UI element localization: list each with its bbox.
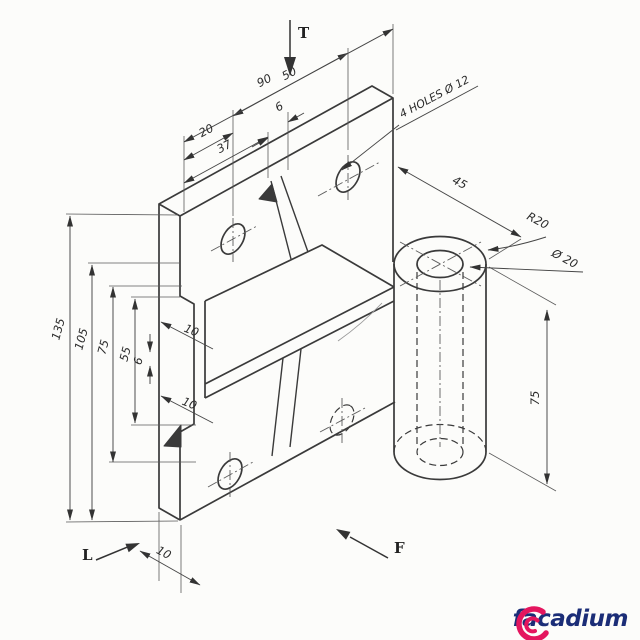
bore-leader bbox=[469, 264, 584, 273]
hole-top-left bbox=[220, 223, 246, 255]
extension-lines bbox=[65, 24, 557, 593]
centerlines bbox=[207, 155, 482, 497]
dim-6-left-label: 6 bbox=[130, 356, 145, 367]
view-arrows: T L F bbox=[82, 20, 405, 564]
hole-bottom-right-hidden bbox=[329, 404, 355, 436]
radius-leader-r20 bbox=[487, 236, 547, 252]
hole-top-right bbox=[335, 161, 361, 193]
dimension-labels: 90 50 20 37 6 4 HOLES Ø 12 45 R20 Ø 20 7… bbox=[49, 64, 581, 562]
dim-50-label: 50 bbox=[279, 64, 298, 83]
dim-90-label: 90 bbox=[254, 71, 273, 90]
dim-75-left-label: 75 bbox=[94, 338, 111, 356]
dim-37-label: 37 bbox=[214, 137, 234, 157]
bore-bottom-ellipse-hidden bbox=[416, 437, 464, 467]
view-arrow-left: L bbox=[82, 543, 140, 564]
dim-10-upper-label: 10 bbox=[182, 321, 201, 339]
dimension-lines bbox=[67, 28, 584, 586]
dim-20-label: 20 bbox=[196, 121, 215, 140]
hole-centerlines bbox=[207, 155, 482, 497]
dim-135-label: 135 bbox=[49, 317, 68, 342]
holes-note-leader bbox=[341, 124, 400, 171]
facadium-logo-icon bbox=[515, 606, 549, 640]
dim-105-label: 105 bbox=[72, 327, 91, 352]
web-outline bbox=[204, 244, 395, 399]
hole-bottom-left bbox=[217, 458, 243, 490]
dim-75-right-label: 75 bbox=[528, 391, 542, 406]
bore-top-ellipse bbox=[416, 249, 464, 279]
view-label-front: F bbox=[394, 539, 405, 557]
extension-line-set bbox=[65, 24, 557, 593]
view-label-top: T bbox=[298, 24, 310, 42]
rib-section-triangles bbox=[163, 183, 278, 448]
dim-10-lower-leader bbox=[160, 395, 214, 424]
fillet-arc bbox=[337, 302, 383, 342]
view-arrow-front-head bbox=[336, 529, 351, 540]
view-arrow-left-head bbox=[125, 543, 140, 553]
bore-dia-label: Ø 20 bbox=[549, 245, 581, 271]
view-arrow-front-shaft bbox=[349, 536, 389, 559]
dim-90-line bbox=[183, 28, 394, 143]
facadium-logo: facadium bbox=[513, 606, 629, 640]
view-arrow-front: F bbox=[336, 529, 405, 559]
view-label-left: L bbox=[82, 546, 93, 564]
logo-swirl-inner bbox=[523, 616, 540, 634]
dim-10-upper-leader bbox=[160, 321, 214, 350]
object-lines bbox=[158, 85, 487, 521]
rib-lines bbox=[270, 175, 309, 457]
holes-note-underline bbox=[395, 85, 479, 131]
dim-55-label: 55 bbox=[116, 345, 133, 363]
dim-6-top-label: 6 bbox=[273, 99, 286, 115]
dim-37-line bbox=[183, 136, 269, 184]
holes-note-label: 4 HOLES Ø 12 bbox=[397, 73, 471, 121]
radius-r20-label: R20 bbox=[525, 209, 552, 232]
view-arrow-left-shaft bbox=[95, 545, 131, 561]
boss-cylinder-outline bbox=[393, 264, 487, 481]
logo-swirl-outer bbox=[515, 606, 549, 640]
dim-45-line bbox=[397, 166, 522, 238]
dim-45-label: 45 bbox=[450, 173, 469, 192]
dim-10-base-line bbox=[139, 550, 201, 586]
view-arrow-top-head bbox=[284, 57, 296, 76]
dim-10-base-label: 10 bbox=[154, 543, 173, 562]
dim-6-top-line-b bbox=[287, 112, 305, 123]
view-arrow-top: T bbox=[284, 20, 310, 76]
dim-10-lower-label: 10 bbox=[180, 394, 199, 412]
hidden-lines bbox=[329, 272, 487, 467]
plate-outline bbox=[158, 85, 396, 521]
